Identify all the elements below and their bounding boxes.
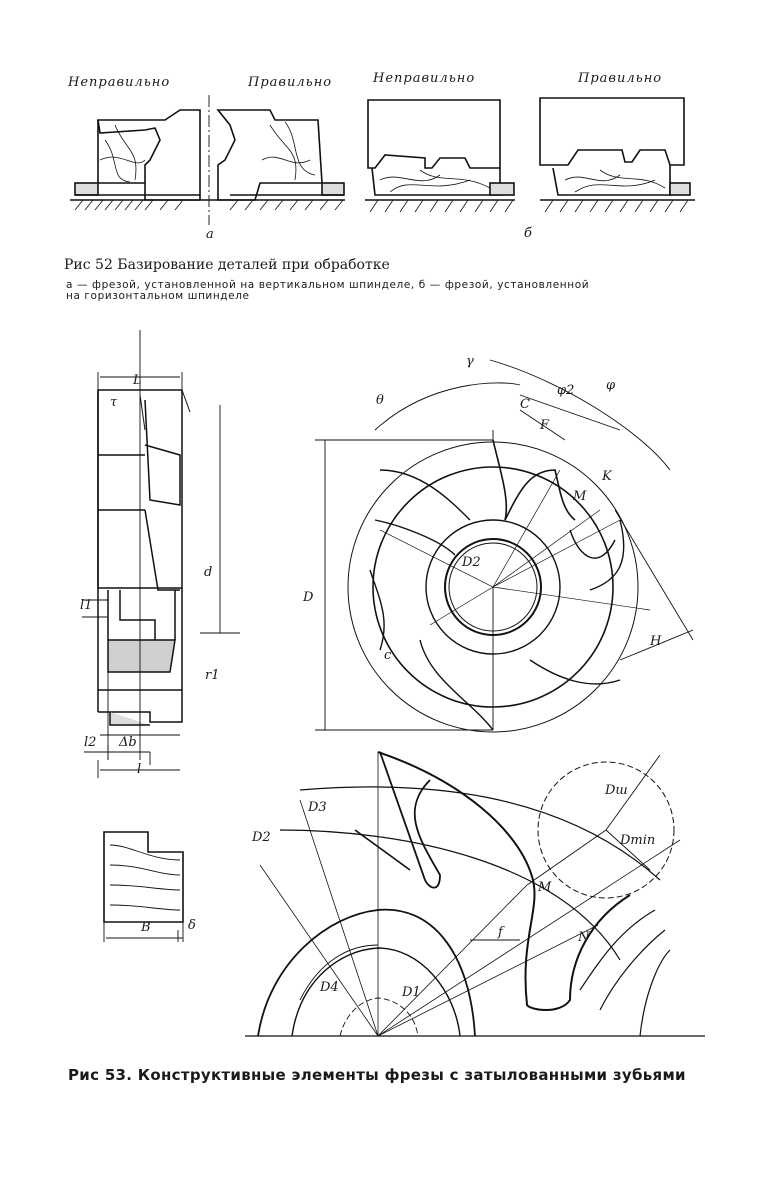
label-wrong-a: Неправильно xyxy=(68,75,171,90)
label-tau: τ xyxy=(110,395,118,410)
label-l2: l2 xyxy=(84,735,97,750)
label-right-b: Правильно xyxy=(578,71,663,86)
label-D: D xyxy=(303,590,314,605)
cutter-tooth-detail xyxy=(245,751,705,1037)
label-l: l xyxy=(137,762,142,777)
label-delta-b: Δb xyxy=(119,735,137,750)
fig52b-right xyxy=(539,97,695,201)
label-M: M xyxy=(573,489,587,504)
label-c: c xyxy=(384,648,392,663)
label-right-a: Правильно xyxy=(248,75,333,90)
fig52a-right-workpiece xyxy=(216,109,345,201)
part-label-a: а xyxy=(206,227,214,242)
label-K: K xyxy=(602,469,612,484)
label-C: C xyxy=(520,397,530,412)
figure-52-drawing xyxy=(70,95,695,225)
cutter-front-view xyxy=(315,359,694,733)
label-D2: D2 xyxy=(252,830,271,845)
tooth-profile-strip xyxy=(103,831,184,942)
label-wrong-b: Неправильно xyxy=(373,71,476,86)
label-D3: D3 xyxy=(308,800,327,815)
label-Dmin: Dmin xyxy=(620,833,656,848)
cutter-side-section xyxy=(97,330,191,760)
label-theta: θ xyxy=(376,393,384,408)
label-delta: δ xyxy=(188,918,196,933)
label-N: N xyxy=(578,930,590,945)
label-L: L xyxy=(133,373,142,388)
fig52b-wrong xyxy=(365,99,515,201)
label-D2-hub: D2 xyxy=(462,555,481,570)
label-phi: φ xyxy=(606,378,616,393)
label-d: d xyxy=(204,565,213,580)
figure-52-caption: Рис 52 Базирование деталей при обработке xyxy=(64,257,390,273)
label-phi2: φ2 xyxy=(557,383,575,398)
label-gamma: γ xyxy=(466,354,474,369)
label-l1: l1 xyxy=(80,598,93,613)
figure-52-subcaption-line2: на горизонтальном шпинделе xyxy=(66,290,250,302)
label-B: B xyxy=(141,920,151,935)
label-f: f xyxy=(498,925,503,940)
fig52a-wrong-workpiece xyxy=(74,109,201,201)
label-H: H xyxy=(650,634,662,649)
label-Dw: Dш xyxy=(605,783,628,798)
label-D4: D4 xyxy=(320,980,339,995)
figure-53-drawing xyxy=(82,330,705,1037)
label-D1: D1 xyxy=(402,985,421,1000)
part-label-b: б xyxy=(524,226,532,241)
label-M2: M xyxy=(538,880,552,895)
figure-52-subcaption-line1: а — фрезой, установленной на вертикально… xyxy=(66,279,590,291)
figure-53-caption: Рис 53. Конструктивные элементы фрезы с … xyxy=(68,1066,686,1084)
label-F: F xyxy=(540,418,550,433)
label-r1: r1 xyxy=(205,668,220,683)
